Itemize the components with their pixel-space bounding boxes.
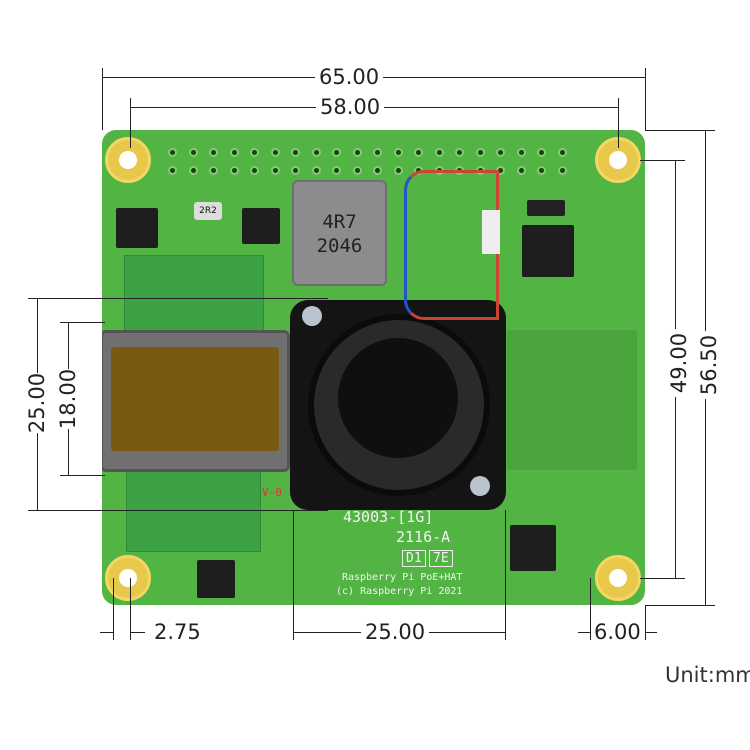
header-pin bbox=[188, 148, 198, 157]
header-pin bbox=[557, 148, 567, 157]
fan-hub bbox=[338, 338, 458, 458]
revision: 2116-A bbox=[396, 528, 451, 546]
dimension-65: 65.00 bbox=[315, 66, 384, 88]
dimension-58: 58.00 bbox=[316, 96, 385, 118]
header-pin bbox=[516, 166, 526, 175]
mosfet-chip bbox=[116, 208, 158, 248]
header-pin bbox=[229, 148, 239, 157]
extension-line bbox=[645, 605, 646, 640]
header-pin bbox=[393, 148, 403, 157]
dimension-6: 6.00 bbox=[592, 620, 643, 644]
header-pin bbox=[475, 148, 485, 157]
extension-line bbox=[130, 578, 131, 640]
header-pin bbox=[537, 166, 546, 175]
dimension-18: 18.00 bbox=[56, 368, 81, 430]
transformer-core bbox=[111, 347, 279, 451]
header-pin bbox=[209, 148, 218, 157]
unit-label: Unit:mm bbox=[665, 663, 750, 687]
header-pin bbox=[188, 166, 198, 175]
small-chip bbox=[197, 560, 235, 598]
extension-line bbox=[645, 605, 715, 606]
header-pin bbox=[332, 148, 341, 157]
header-pin bbox=[291, 166, 300, 175]
extension-line bbox=[640, 160, 685, 161]
header-pin bbox=[373, 148, 382, 157]
header-pin bbox=[209, 166, 218, 175]
poe-controller-chip bbox=[522, 225, 574, 277]
date-code-2: 7E bbox=[429, 550, 453, 567]
header-pin bbox=[352, 166, 362, 175]
header-pin bbox=[311, 148, 321, 157]
header-pin bbox=[291, 148, 300, 157]
inductor-label-2: 2046 bbox=[316, 235, 363, 257]
header-pin bbox=[373, 166, 382, 175]
product-name: Raspberry Pi PoE+HAT bbox=[342, 572, 463, 583]
header-pin bbox=[250, 148, 259, 157]
copper-pour bbox=[507, 330, 637, 470]
dimension-arrow bbox=[645, 632, 657, 633]
fan-header bbox=[482, 210, 500, 254]
header-pin bbox=[496, 148, 505, 157]
extension-line bbox=[640, 578, 685, 579]
header-pin bbox=[332, 166, 341, 175]
extension-line bbox=[645, 68, 646, 130]
dimension-arrow bbox=[130, 632, 145, 633]
extension-line bbox=[60, 322, 105, 323]
extension-line bbox=[28, 510, 328, 511]
header-pin bbox=[516, 148, 526, 157]
header-pin bbox=[557, 166, 567, 175]
header-pin bbox=[537, 148, 546, 157]
extension-line bbox=[590, 578, 591, 640]
dimension-56: 56.50 bbox=[697, 330, 721, 400]
top-connector-block bbox=[124, 255, 264, 333]
header-pin bbox=[168, 166, 177, 175]
dimension-arrow bbox=[578, 632, 590, 633]
mounting-hole bbox=[105, 555, 151, 601]
dimension-49: 49.00 bbox=[667, 328, 691, 398]
header-pin bbox=[270, 148, 280, 157]
header-pin bbox=[434, 148, 444, 157]
header-pin bbox=[311, 166, 321, 175]
header-pin bbox=[455, 148, 464, 157]
poe-hat-board: 2R2 4R7 2046 43003-[1G] 2116-A D1 7E Ras… bbox=[102, 130, 645, 605]
dimension-arrow bbox=[100, 632, 113, 633]
header-pin bbox=[352, 148, 362, 157]
mounting-hole bbox=[595, 555, 641, 601]
inductor: 4R7 2046 bbox=[292, 180, 387, 286]
diode bbox=[527, 200, 565, 216]
extension-line bbox=[60, 475, 105, 476]
date-code-1: D1 bbox=[402, 550, 426, 567]
transformer bbox=[102, 330, 290, 472]
mounting-hole bbox=[105, 137, 151, 183]
header-pin bbox=[414, 148, 423, 157]
header-pin bbox=[229, 166, 239, 175]
extension-line bbox=[505, 510, 506, 640]
extension-line bbox=[645, 130, 715, 131]
extension-line bbox=[618, 98, 619, 148]
header-pin bbox=[168, 148, 177, 157]
dimension-25-left: 25.00 bbox=[25, 372, 50, 434]
mounting-hole bbox=[595, 137, 641, 183]
extension-line bbox=[293, 510, 294, 640]
extension-line bbox=[28, 298, 328, 299]
screw-icon bbox=[302, 306, 322, 326]
extension-line bbox=[113, 578, 114, 640]
part-number: 43003-[1G] bbox=[343, 508, 434, 526]
bottom-connector-block bbox=[126, 470, 261, 552]
header-pin bbox=[250, 166, 259, 175]
dimension-25-bottom: 25.00 bbox=[361, 621, 430, 643]
dimension-2-75: 2.75 bbox=[150, 621, 205, 643]
inductor-label-1: 4R7 bbox=[322, 211, 357, 233]
regulator-chip bbox=[242, 208, 280, 244]
extension-line bbox=[130, 98, 131, 148]
cooling-fan bbox=[290, 300, 506, 510]
header-pin bbox=[270, 166, 280, 175]
mcu-chip bbox=[510, 525, 556, 571]
marking: V-0 bbox=[262, 486, 282, 499]
copyright: (c) Raspberry Pi 2021 bbox=[336, 586, 463, 597]
header-pin bbox=[393, 166, 403, 175]
screw-icon bbox=[470, 476, 490, 496]
resistor-2r2: 2R2 bbox=[194, 202, 222, 220]
extension-line bbox=[102, 68, 103, 130]
